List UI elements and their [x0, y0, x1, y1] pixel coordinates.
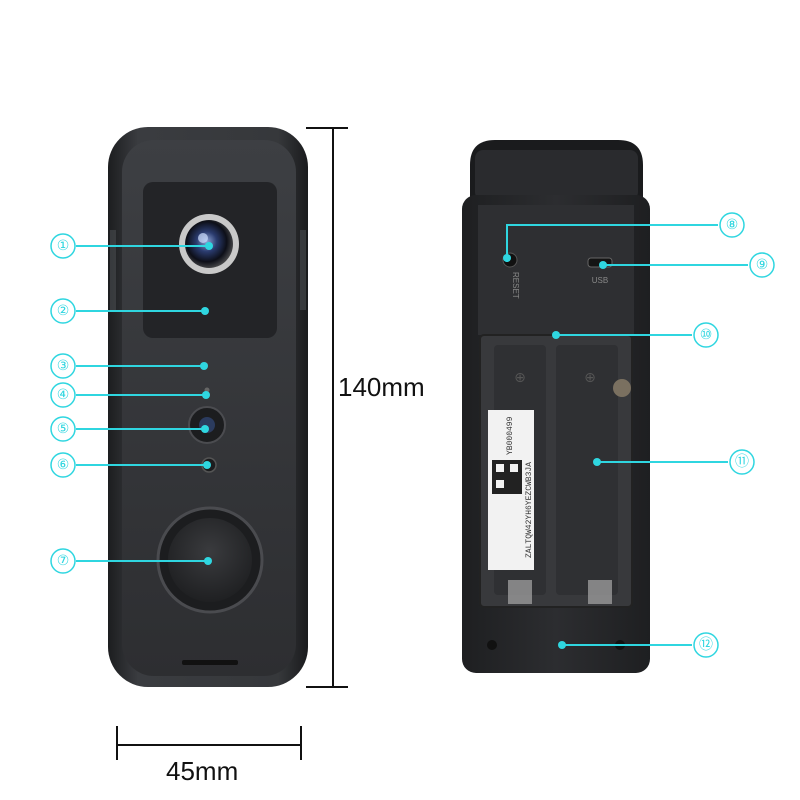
width-label: 45mm — [166, 756, 239, 786]
callout-4: ④ — [50, 382, 76, 408]
callout-1-number: ① — [57, 238, 70, 254]
callout-11-number: ⑪ — [735, 454, 749, 470]
callout-9: ⑨ — [749, 252, 775, 278]
callout-5: ⑤ — [50, 416, 76, 442]
callout-2: ② — [50, 298, 76, 324]
svg-text:⊕: ⊕ — [514, 370, 526, 386]
reset-label: RESET — [511, 272, 520, 299]
doorbell-back: RESET USB ⊕ ⊕ YB000499 ZALTQW42YH6YEZCWB… — [462, 140, 650, 673]
callout-2-number: ② — [57, 303, 70, 319]
callouts — [76, 224, 748, 646]
doorbell-front — [108, 127, 308, 687]
callout-11: ⑪ — [729, 449, 755, 475]
callout-4-number: ④ — [57, 387, 70, 403]
sticker-code-2: ZALTQW42YH6YEZCWB3JA — [525, 462, 534, 558]
height-label: 140mm — [338, 372, 425, 402]
callout-12-number: ⑫ — [699, 637, 713, 653]
callout-12: ⑫ — [693, 632, 719, 658]
width-dimension — [116, 726, 302, 760]
speaker-slot — [182, 660, 238, 665]
callout-1: ① — [50, 233, 76, 259]
callout-3: ③ — [50, 353, 76, 379]
callout-8-number: ⑧ — [726, 217, 739, 233]
usb-label: USB — [592, 276, 608, 285]
callout-6-number: ⑥ — [57, 457, 70, 473]
height-dimension — [306, 127, 348, 688]
callout-7: ⑦ — [50, 548, 76, 574]
callout-3-number: ③ — [57, 358, 70, 374]
callout-5-number: ⑤ — [57, 421, 70, 437]
callout-9-number: ⑨ — [756, 257, 769, 273]
callout-10: ⑩ — [693, 322, 719, 348]
callout-8: ⑧ — [719, 212, 745, 238]
callout-7-number: ⑦ — [57, 553, 70, 569]
callout-6: ⑥ — [50, 452, 76, 478]
sticker-code-1: YB000499 — [506, 416, 515, 455]
callout-10-number: ⑩ — [700, 327, 713, 343]
svg-text:⊕: ⊕ — [584, 370, 596, 386]
screw-hole-left — [487, 640, 497, 650]
